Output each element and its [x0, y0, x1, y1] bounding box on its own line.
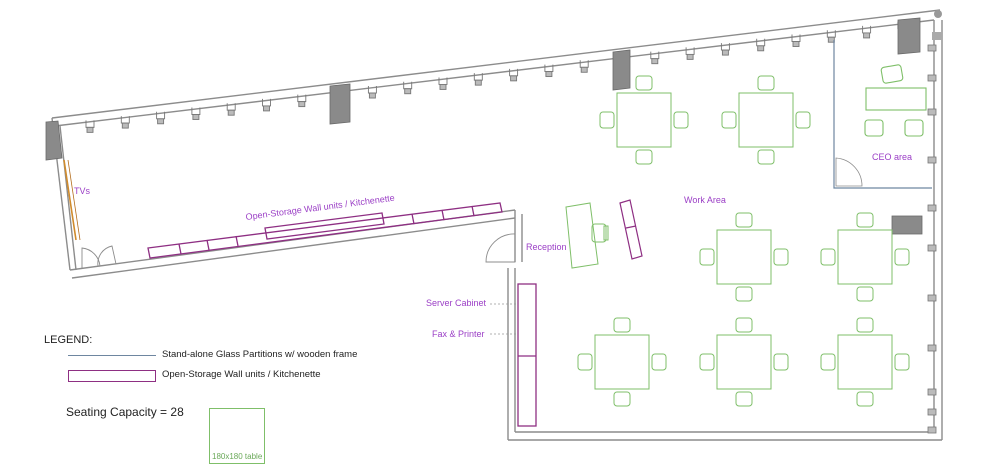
window-bracket [156, 111, 166, 125]
window-bracket [438, 77, 448, 90]
side-bracket [927, 408, 937, 416]
window-bracket [473, 73, 483, 86]
table-with-chairs [820, 212, 910, 302]
table-legend-box [209, 408, 265, 464]
table-with-chairs [599, 75, 689, 165]
table-with-chairs [699, 317, 789, 407]
storage-swatch [68, 370, 156, 382]
tvs-label: TVs [74, 186, 91, 196]
window-bracket [862, 25, 872, 39]
glass-partition-legend-text: Stand-alone Glass Partitions w/ wooden f… [162, 349, 358, 360]
window-bracket [262, 98, 271, 112]
window-bracket [579, 60, 589, 73]
window-bracket [509, 68, 519, 82]
column [891, 215, 923, 235]
side-bracket [927, 294, 937, 302]
storage-legend-text: Open-Storage Wall units / Kitchenette [162, 369, 321, 380]
window-brackets [85, 10, 942, 133]
table-with-chairs [721, 75, 811, 165]
window-bracket [791, 34, 801, 47]
exterior-wall [51, 9, 943, 441]
column [45, 120, 63, 161]
tv-strip [63, 159, 81, 241]
entry-door [81, 245, 117, 268]
side-bracket [927, 426, 937, 434]
window-bracket [720, 43, 730, 56]
table-legend-label: 180x180 table [212, 452, 263, 461]
fixture-icon [932, 32, 942, 40]
window-bracket [685, 47, 695, 60]
storage-wall-units [147, 202, 503, 259]
side-bracket [927, 244, 937, 252]
window-bracket [544, 64, 554, 78]
glass-partition-swatch [68, 355, 156, 356]
reception-desk [565, 202, 609, 269]
window-bracket [191, 107, 201, 120]
ceo-door [835, 157, 863, 187]
reception-partitions [619, 199, 643, 260]
seating-capacity: Seating Capacity = 28 [66, 405, 184, 419]
column [612, 49, 631, 91]
label-leaders [490, 303, 518, 335]
side-bracket [927, 204, 937, 212]
column [329, 83, 351, 125]
column [897, 17, 921, 55]
lamp-icon [934, 10, 942, 18]
side-bracket [927, 44, 937, 52]
side-window-brackets [927, 44, 937, 434]
side-bracket [927, 108, 937, 116]
window-bracket [120, 116, 130, 129]
side-bracket [927, 156, 937, 164]
server-cabinet-label: Server Cabinet [426, 298, 487, 308]
window-bracket [367, 86, 377, 99]
table-with-chairs [577, 317, 667, 407]
work-area-label: Work Area [684, 195, 726, 205]
fax-printer-label: Fax & Printer [432, 329, 485, 339]
ceo-desk [864, 64, 927, 137]
window-bracket [297, 94, 307, 108]
window-bracket [756, 38, 766, 52]
storage-label: Open-Storage Wall units / Kitchenette [245, 193, 395, 222]
window-bracket [226, 103, 236, 116]
work-tables [577, 75, 910, 407]
reception-door [485, 233, 516, 263]
legend-title: LEGEND: [44, 334, 93, 346]
side-bracket [927, 74, 937, 82]
table-with-chairs [820, 317, 910, 407]
window-bracket [650, 51, 660, 65]
side-bracket [927, 344, 937, 352]
window-bracket [403, 81, 413, 95]
ceo-area-label: CEO area [872, 152, 912, 162]
reception-label: Reception [526, 242, 567, 252]
server-fax-units [517, 283, 537, 427]
side-bracket [927, 388, 937, 396]
table-with-chairs [699, 212, 789, 302]
window-bracket [85, 120, 95, 133]
structural-columns [45, 17, 923, 235]
window-bracket [826, 30, 836, 43]
ceo-glass-partitions [833, 40, 932, 189]
